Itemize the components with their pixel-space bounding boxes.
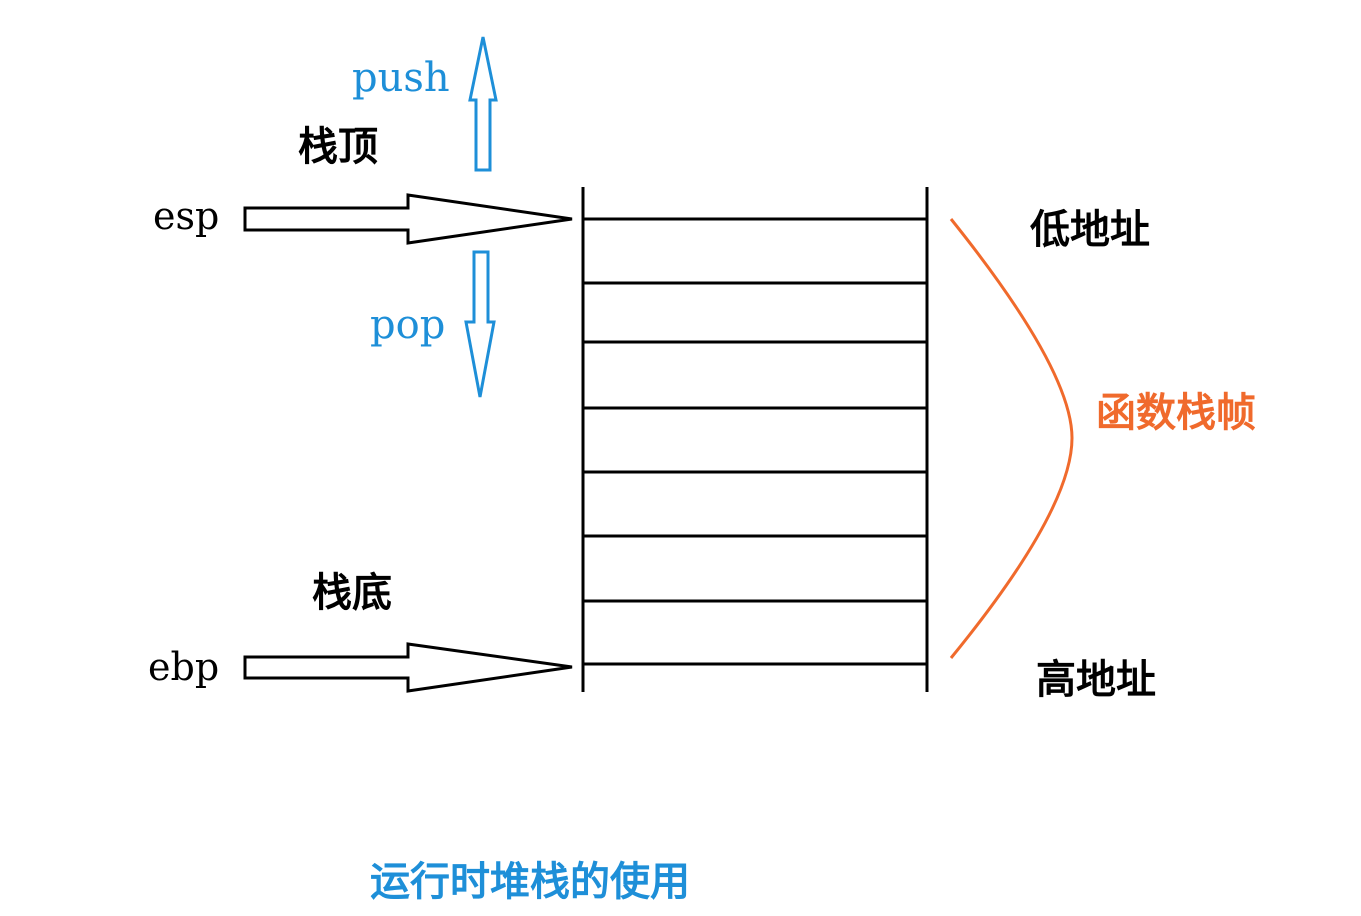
- ebp-pointer-arrow-icon: [243, 642, 573, 693]
- low-address-label: 低地址: [1030, 207, 1150, 253]
- function-frame-bracket: [949, 218, 1074, 659]
- stack-slot-lines: [583, 217, 927, 666]
- stack-top-label: 栈顶: [298, 124, 378, 170]
- high-address-label: 高地址: [1036, 657, 1156, 703]
- stack-bottom-label: 栈底: [312, 570, 392, 616]
- esp-pointer-arrow-icon: [243, 193, 573, 245]
- function-frame-label: 函数栈帧: [1096, 390, 1256, 436]
- caption: 运行时堆栈的使用: [370, 859, 690, 905]
- esp-label: esp: [153, 194, 219, 238]
- pop-label: pop: [370, 302, 445, 348]
- push-label: push: [352, 55, 450, 101]
- ebp-label: ebp: [148, 645, 219, 689]
- pop-arrow-icon: [464, 250, 496, 398]
- push-arrow-icon: [468, 36, 498, 172]
